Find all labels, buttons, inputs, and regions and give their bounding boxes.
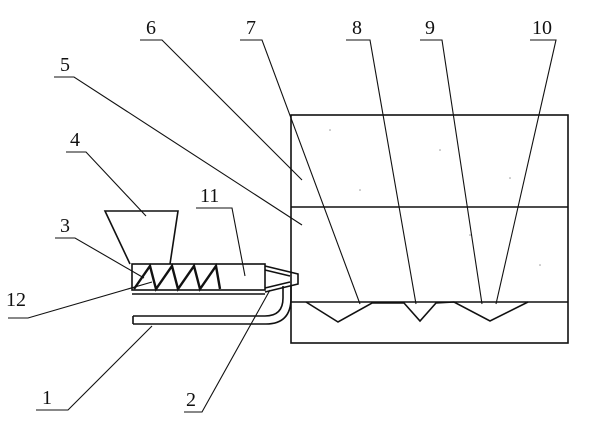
- leader-6: [140, 39, 303, 181]
- label-1: 1: [42, 387, 52, 409]
- vessel-specks: [329, 129, 541, 266]
- leader-2: [184, 289, 271, 413]
- screw-flights: [133, 262, 222, 292]
- pipe-outer: [133, 286, 284, 317]
- label-5: 5: [60, 54, 70, 76]
- screw-barrel: [131, 262, 299, 295]
- hopper: [103, 210, 179, 265]
- label-2: 2: [186, 389, 196, 411]
- base-and-pipe: [132, 286, 292, 325]
- leader-11: [196, 207, 246, 277]
- nozzle: [264, 265, 299, 293]
- label-8: 8: [352, 17, 362, 39]
- leader-7: [240, 39, 361, 305]
- leader-10: [495, 39, 557, 305]
- label-4: 4: [70, 129, 80, 151]
- leader-12: [8, 281, 153, 319]
- leader-5: [54, 76, 303, 226]
- vessel: [290, 114, 569, 344]
- nozzle-inner-top: [264, 269, 291, 277]
- label-6: 6: [146, 17, 156, 39]
- label-3: 3: [60, 215, 70, 237]
- label-9: 9: [425, 17, 435, 39]
- barrel-body: [131, 263, 266, 291]
- labels: 1 2 3 4 5 6 7 8 9 10 11 12: [6, 17, 552, 411]
- baffle-plates: [305, 301, 529, 323]
- label-10: 10: [532, 17, 552, 39]
- leader-9: [420, 39, 483, 305]
- leader-3: [55, 237, 145, 279]
- nozzle-inner-bottom: [264, 281, 291, 289]
- leader-lines: [8, 39, 557, 413]
- label-7: 7: [246, 17, 256, 39]
- leader-8: [346, 39, 417, 305]
- leader-4: [66, 151, 147, 217]
- vessel-outline: [290, 114, 569, 344]
- label-11: 11: [200, 185, 219, 207]
- leader-1: [36, 325, 153, 411]
- pipe-inner: [133, 286, 292, 325]
- label-12: 12: [6, 289, 26, 311]
- hopper-outline: [103, 210, 179, 265]
